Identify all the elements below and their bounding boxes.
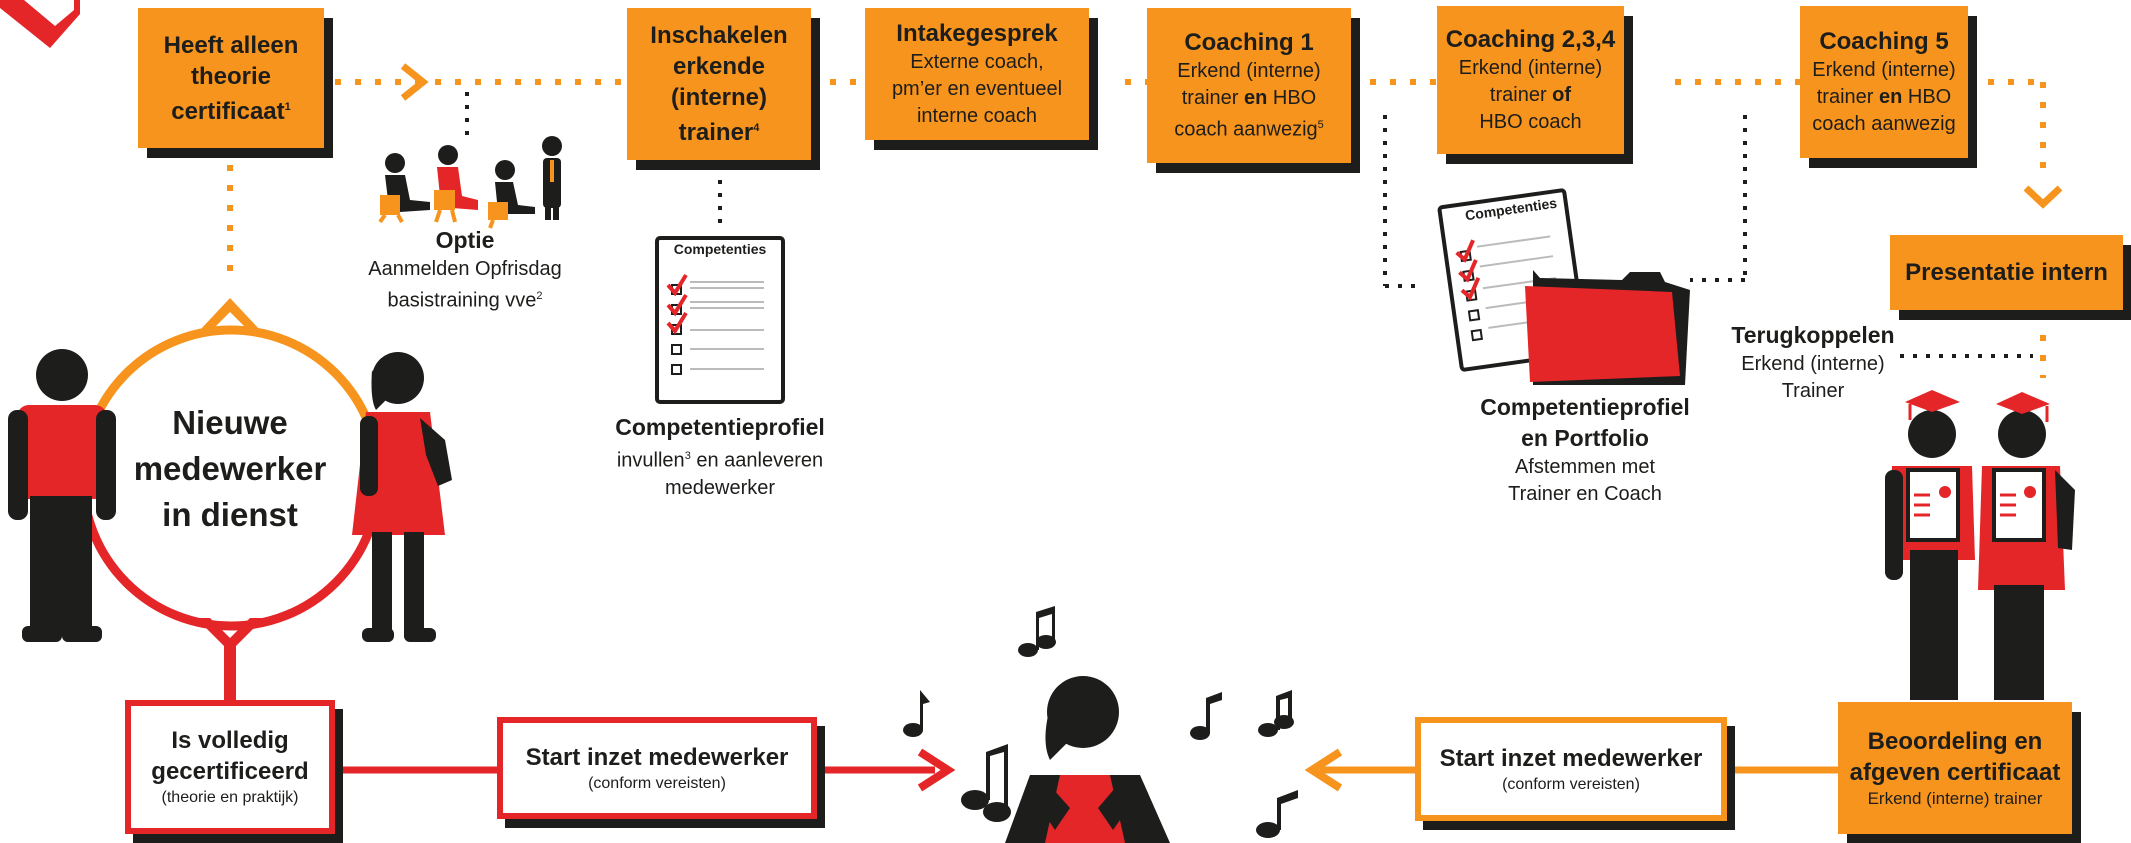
label-optie-line1: Aanmelden Opfrisdag — [368, 258, 562, 280]
arrow-right-red-icon — [917, 748, 956, 792]
label-circle-line1: Nieuwe — [172, 404, 288, 441]
label-competentieprofiel-title: Competentieprofiel — [615, 414, 825, 440]
step-coaching234-line3: HBO coach — [1479, 111, 1582, 133]
label-portfolio-line3: Afstemmen met — [1514, 456, 1656, 478]
step-intake-line1: Externe coach, — [910, 51, 1044, 73]
music-notes-icon — [903, 606, 1298, 838]
step-inschakelen-line3: (interne) — [671, 84, 767, 111]
label-portfolio: Competentieprofiel en Portfolio Afstemme… — [1455, 392, 1715, 508]
step-intake-line3: interne coach — [916, 105, 1038, 127]
step-coaching-1: Coaching 1 Erkend (interne) trainer en H… — [1147, 8, 1351, 163]
step-start-left-title: Start inzet medewerker — [525, 743, 789, 771]
graduates-icon — [1885, 390, 2075, 700]
step-start-right-sub: (conform vereisten) — [1502, 775, 1640, 793]
arrow-left-orange-icon — [1304, 748, 1343, 792]
step-inschakelen-line4: trainer — [678, 119, 754, 146]
singing-person-icon — [1005, 676, 1170, 843]
label-portfolio-line2: en Portfolio — [1521, 425, 1649, 451]
step-coaching5-line1: Erkend (interne) — [1812, 59, 1956, 81]
footnote-1: 1 — [284, 100, 291, 113]
label-optie: Optie Aanmelden Opfrisdag basistraining … — [330, 225, 600, 315]
step-coaching1-line3: coach aanwezig — [1174, 118, 1318, 141]
step-theorie-line2: theorie — [190, 62, 271, 90]
step-coaching234-line2a: trainer — [1489, 84, 1553, 106]
label-terugkoppelen-line2: Trainer — [1781, 380, 1845, 402]
label-circle-line3: in dienst — [162, 496, 298, 533]
step-coaching234-line2b: of — [1552, 84, 1572, 106]
label-terugkoppelen-line1: Erkend (interne) — [1741, 353, 1885, 375]
cycle-arc-lower — [78, 477, 384, 631]
label-nieuwe-medewerker: Nieuwe medewerker in dienst — [110, 400, 350, 538]
dotted-connectors-black — [465, 92, 2033, 358]
red-folder-icon — [1525, 270, 1690, 385]
label-competentieprofiel: Competentieprofiel invullen3 en aanlever… — [590, 412, 850, 502]
step-theorie-certificaat: Heeft alleen theorie certificaat1 — [138, 8, 324, 148]
step-beoordeling-line1: Beoordeling en — [1867, 728, 2043, 755]
step-beoordeling-sub: Erkend (interne) trainer — [1867, 789, 2043, 808]
step-coaching1-line2b: en — [1244, 87, 1268, 110]
step-start-inzet-right: Start inzet medewerker (conform vereiste… — [1415, 717, 1727, 821]
step-coaching5-line2c: HBO — [1902, 86, 1952, 108]
step-presentatie-intern: Presentatie intern — [1890, 235, 2123, 310]
label-competentieprofiel-line2: medewerker — [664, 476, 776, 499]
label-optie-title: Optie — [435, 227, 495, 253]
step-coaching1-line1: Erkend (interne) — [1177, 60, 1321, 83]
corner-chevron-icon — [0, 0, 80, 48]
step-coaching-5: Coaching 5 Erkend (interne) trainer en H… — [1800, 6, 1968, 158]
step-inschakelen-line1: Inschakelen — [650, 22, 788, 49]
step-theorie-line1: Heeft alleen — [163, 31, 299, 59]
label-circle-line2: medewerker — [133, 450, 327, 487]
document-title: Competenties — [673, 241, 767, 257]
step-coaching5-line3: coach aanwezig — [1812, 113, 1956, 135]
label-competentieprofiel-line1a: invullen — [616, 449, 685, 472]
classroom-icon — [378, 136, 562, 229]
step-coaching1-line2a: trainer — [1181, 87, 1244, 110]
woman-figure-icon — [352, 352, 452, 642]
step-intake-title: Intakegesprek — [896, 20, 1058, 47]
step-gecertificeerd-line2: gecertificeerd — [151, 758, 309, 785]
step-coaching5-line2b: en — [1879, 86, 1903, 108]
cycle-top-chevron-icon — [200, 298, 260, 330]
step-start-right-title: Start inzet medewerker — [1439, 744, 1703, 772]
step-start-left-sub: (conform vereisten) — [588, 774, 726, 792]
man-figure-icon — [8, 349, 116, 642]
arrow-right-icon — [400, 63, 429, 101]
step-coaching234-title: Coaching 2,3,4 — [1445, 26, 1616, 53]
cycle-bottom-chevron-icon — [196, 618, 264, 652]
step-inschakelen-line2: erkende — [672, 53, 766, 80]
step-coaching234-line1: Erkend (interne) — [1458, 57, 1603, 79]
footnote-5: 5 — [1317, 119, 1324, 132]
step-coaching1-title: Coaching 1 — [1184, 29, 1314, 57]
step-beoordeling-line2: afgeven certificaat — [1849, 759, 2061, 786]
label-terugkoppelen: Terugkoppelen Erkend (interne) Trainer — [1718, 320, 1908, 405]
competences-document-icon — [655, 236, 785, 404]
arrow-down-icon — [2023, 185, 2063, 209]
step-gecertificeerd-line1: Is volledig — [171, 727, 289, 754]
step-gecertificeerd: Is volledig gecertificeerd (theorie en p… — [125, 700, 335, 834]
step-intake-line2: pm’er en eventueel — [891, 78, 1063, 100]
step-gecertificeerd-sub: (theorie en praktijk) — [161, 789, 299, 806]
step-theorie-line3: certificaat — [171, 97, 285, 125]
step-presentatie-title: Presentatie intern — [1905, 259, 2108, 286]
step-inschakelen-trainer: Inschakelen erkende (interne) trainer4 — [627, 8, 811, 160]
step-intakegesprek: Intakegesprek Externe coach, pm’er en ev… — [865, 8, 1089, 140]
label-portfolio-line4: Trainer en Coach — [1508, 483, 1662, 505]
step-coaching1-line2c: HBO — [1267, 87, 1317, 110]
label-optie-line2: basistraining vve — [387, 289, 537, 312]
step-beoordeling: Beoordeling en afgeven certificaat Erken… — [1838, 702, 2072, 834]
label-terugkoppelen-title: Terugkoppelen — [1731, 322, 1895, 348]
footnote-3: 3 — [684, 450, 691, 462]
label-competentieprofiel-line1b: en aanleveren — [690, 449, 824, 472]
step-coaching-234: Coaching 2,3,4 Erkend (interne) trainer … — [1437, 6, 1624, 154]
label-portfolio-line1: Competentieprofiel — [1480, 394, 1690, 420]
step-coaching5-line2a: trainer — [1816, 86, 1879, 108]
footnote-2: 2 — [536, 290, 543, 302]
step-start-inzet-left: Start inzet medewerker (conform vereiste… — [497, 717, 817, 819]
step-coaching5-title: Coaching 5 — [1819, 28, 1949, 55]
dotted-connectors-top — [227, 79, 2046, 378]
footnote-4: 4 — [753, 122, 760, 134]
